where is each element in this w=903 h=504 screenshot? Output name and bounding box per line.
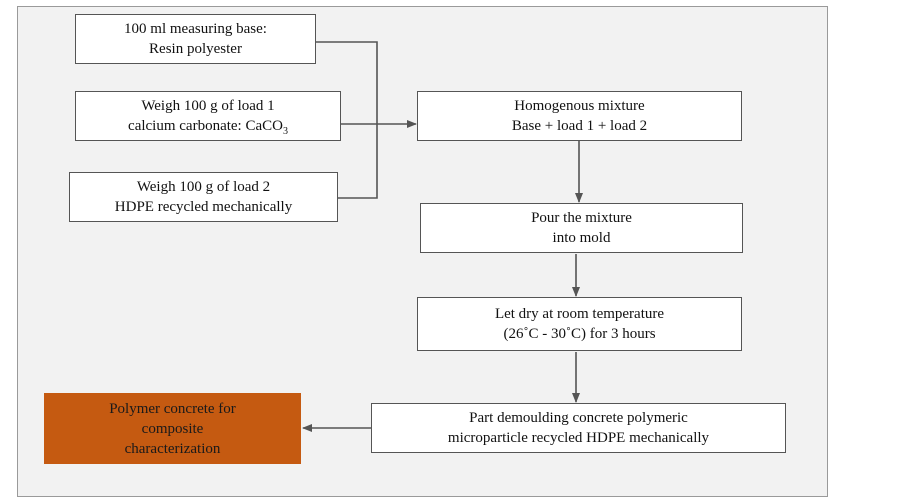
step-demould-line1: Part demoulding concrete polymeric [469, 410, 688, 426]
connector-base-to-mixture [315, 41, 378, 124]
result-line3: characterization [124, 440, 221, 457]
step-dry-line2: (26˚C - 30˚C) for 3 hours [503, 326, 656, 342]
step-load1-line1: Weigh 100 g of load 1 [141, 98, 275, 114]
step-demould-box: Part demoulding concrete polymeric micro… [371, 403, 786, 453]
result-box: Polymer concrete for composite character… [44, 393, 301, 464]
step-base-box: 100 ml measuring base: Resin polyester [75, 14, 316, 64]
step-base-line2: Resin polyester [149, 41, 242, 57]
step-load1-line2: calcium carbonate: CaCO3 [128, 116, 288, 137]
step-load1-formula: calcium carbonate: CaCO [128, 118, 283, 134]
step-demould-line2: microparticle recycled HDPE mechanically [447, 430, 710, 446]
step-load1-subscript: 3 [282, 126, 288, 137]
connector-load2-to-mixture [337, 124, 378, 199]
step-load1-box: Weigh 100 g of load 1 calcium carbonate:… [75, 91, 341, 141]
step-base-line1: 100 ml measuring base: [124, 21, 267, 37]
step-load2-box: Weigh 100 g of load 2 HDPE recycled mech… [69, 172, 338, 222]
result-line1: Polymer concrete for [109, 400, 236, 417]
step-mixture-box: Homogenous mixture Base + load 1 + load … [417, 91, 742, 141]
step-load2-line2: HDPE recycled mechanically [114, 199, 293, 215]
step-pour-line1: Pour the mixture [531, 210, 632, 226]
step-load2-line1: Weigh 100 g of load 2 [136, 179, 271, 195]
step-dry-box: Let dry at room temperature (26˚C - 30˚C… [417, 297, 742, 351]
step-pour-line2: into mold [552, 230, 611, 246]
step-dry-line1: Let dry at room temperature [494, 306, 665, 322]
result-line2: composite [141, 420, 204, 437]
step-mixture-line1: Homogenous mixture [514, 98, 645, 114]
step-pour-box: Pour the mixture into mold [420, 203, 743, 253]
step-mixture-line2: Base + load 1 + load 2 [511, 118, 648, 134]
